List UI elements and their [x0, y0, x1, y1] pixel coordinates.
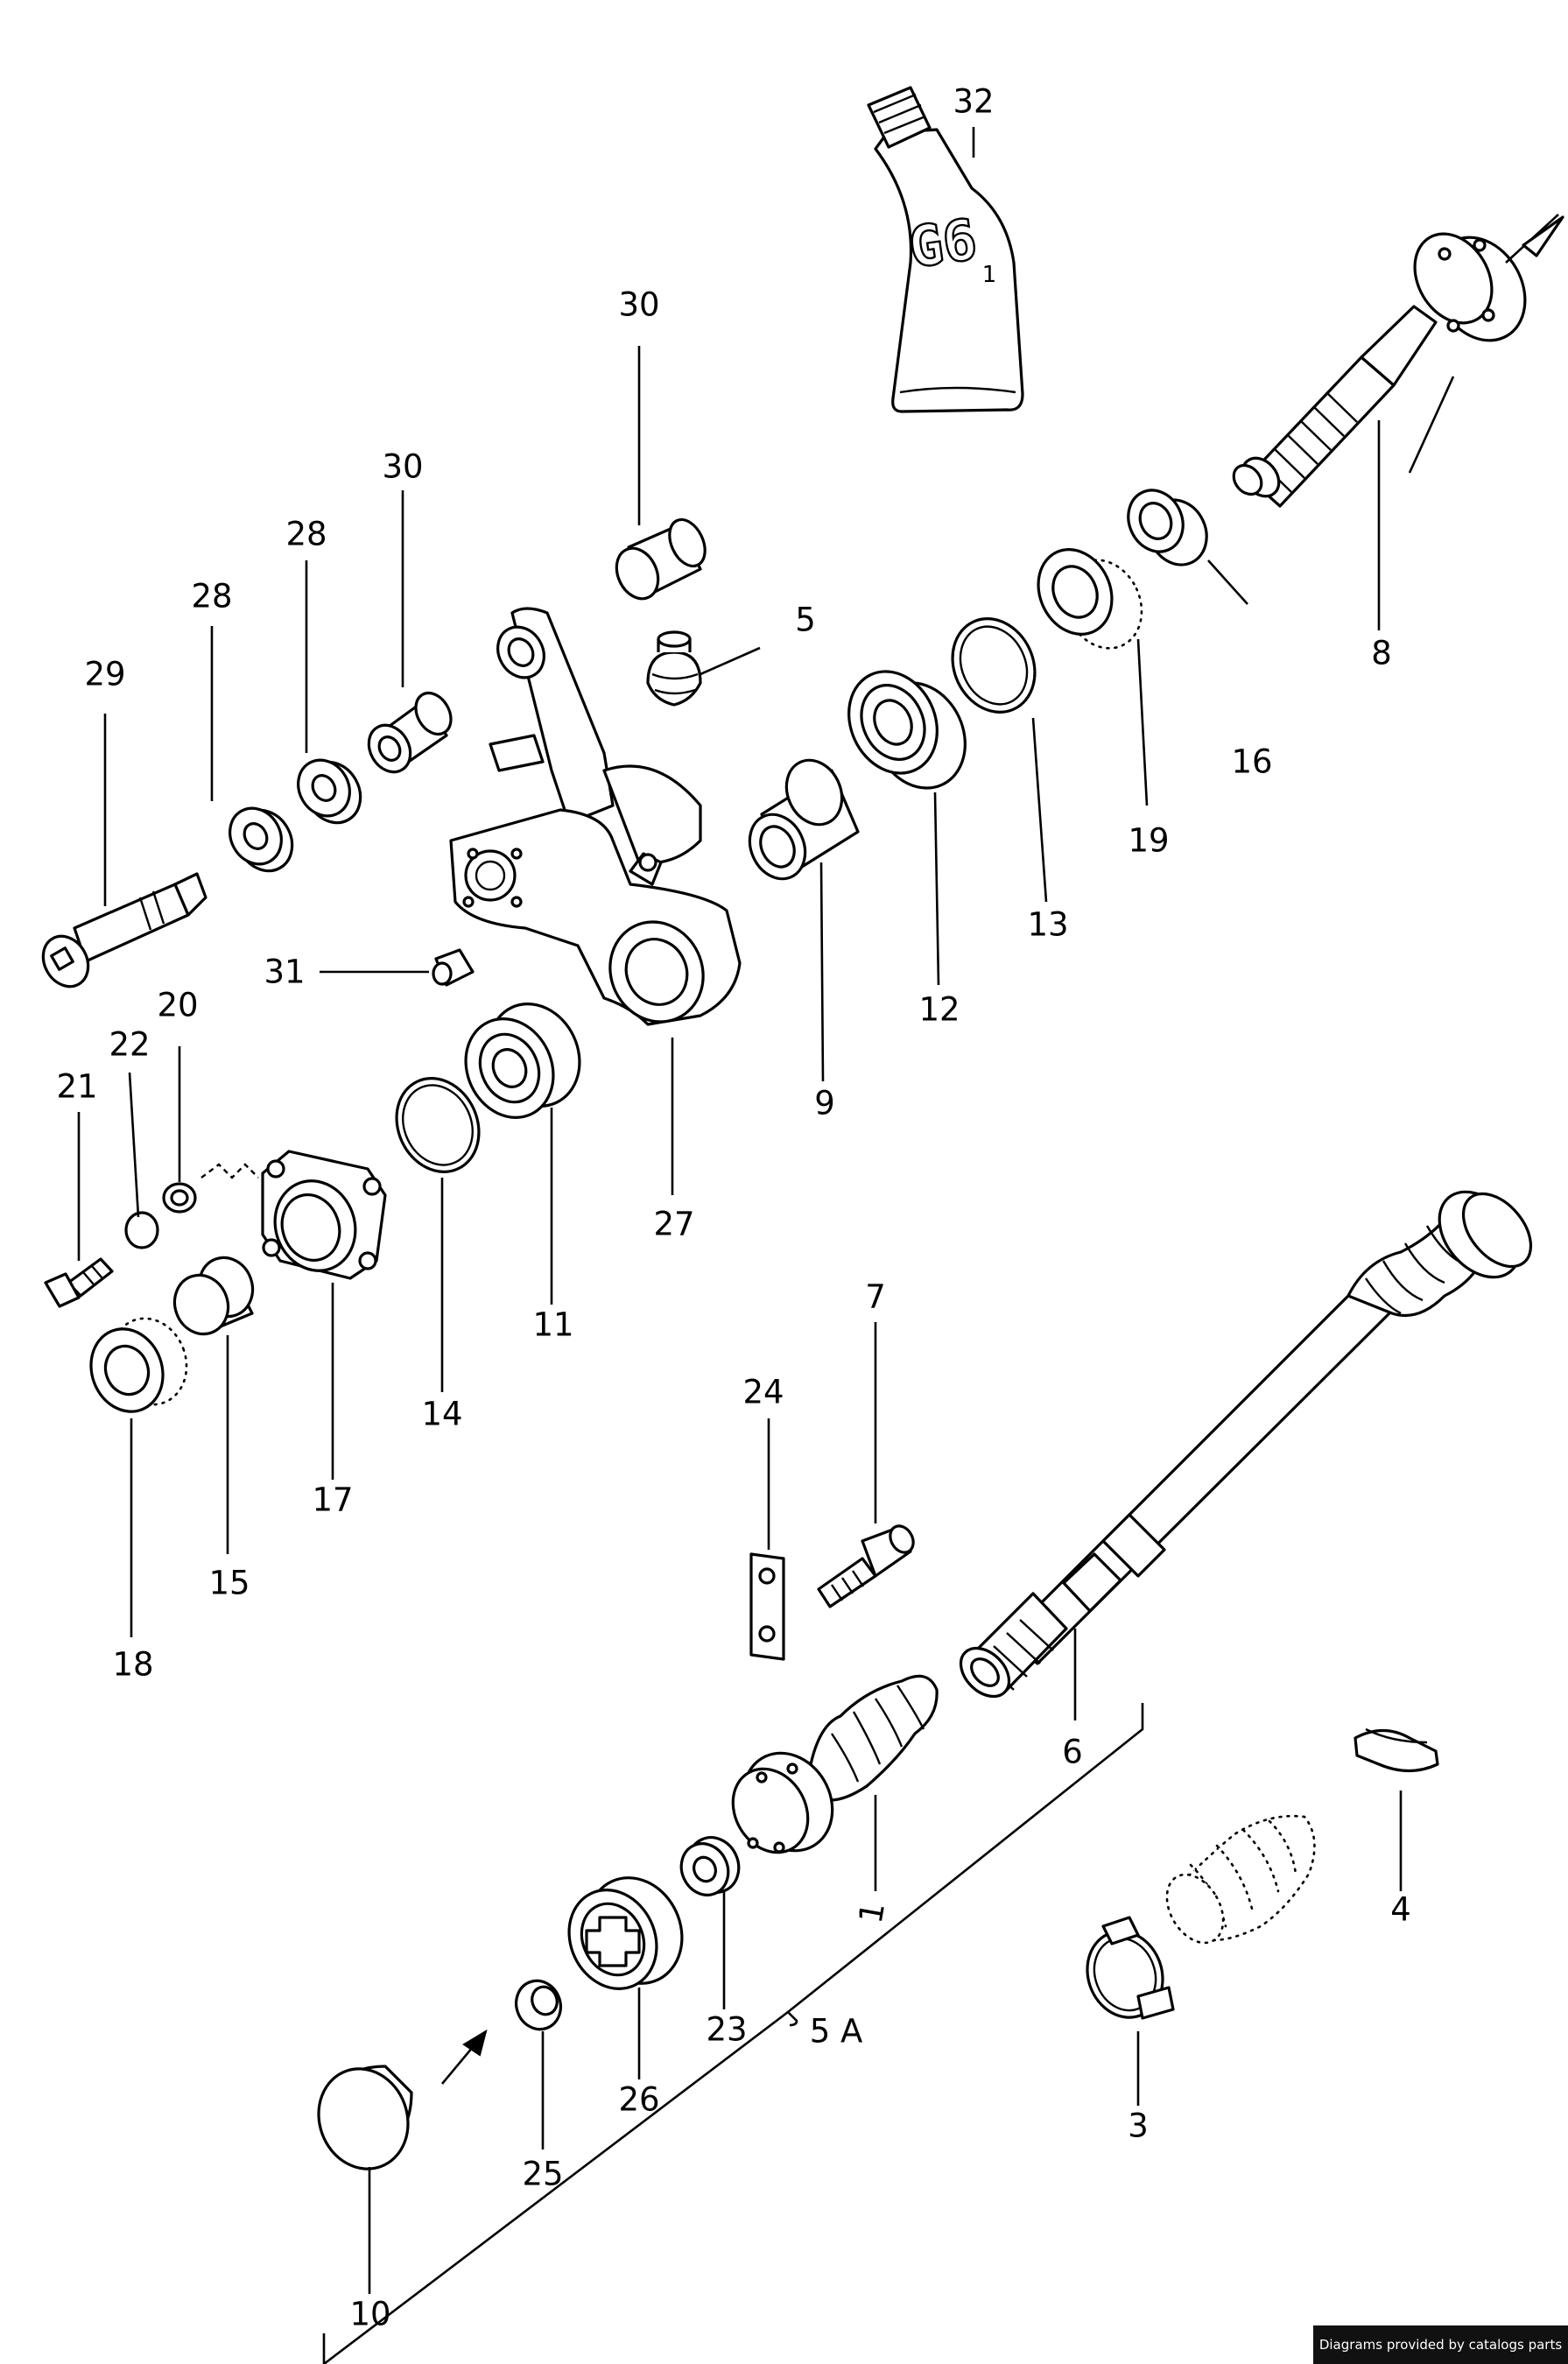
bearing-11	[464, 1003, 581, 1119]
label-10: 10	[349, 2296, 390, 2333]
circlip-25	[515, 1979, 562, 2031]
label-4: 4	[1390, 1891, 1411, 1929]
ring-16	[1127, 489, 1208, 566]
cv-joint-26	[567, 1876, 684, 1990]
bolt-29	[41, 872, 207, 989]
washer-20	[162, 1182, 197, 1214]
flange-17	[200, 1150, 387, 1280]
label-12: 12	[918, 991, 960, 1029]
spring-washer-22	[124, 1211, 159, 1249]
label-24: 24	[742, 1374, 784, 1411]
ring-15	[172, 1256, 255, 1336]
label-29: 29	[84, 656, 125, 693]
label-15: 15	[208, 1565, 250, 1602]
plate-24	[749, 1552, 785, 1661]
label-19: 19	[1128, 822, 1169, 860]
label-6: 6	[1062, 1734, 1083, 1771]
grease-nipple-31	[432, 948, 475, 987]
tube-marking-sub: 1	[982, 262, 997, 288]
tube-marking: G6	[905, 208, 981, 281]
label-5: 5	[795, 602, 816, 639]
sleeve-9	[748, 758, 860, 881]
drive-shaft	[959, 1190, 1533, 1699]
label-5a: 5 A	[810, 2013, 863, 2051]
oring-14	[395, 1077, 481, 1173]
label-16: 16	[1231, 743, 1272, 781]
label-3: 3	[1128, 2107, 1149, 2145]
label-20: 20	[157, 987, 198, 1024]
boot-dotted	[1165, 1814, 1316, 1945]
label-23: 23	[706, 2011, 747, 2049]
label-9: 9	[814, 1085, 835, 1122]
label-11: 11	[532, 1306, 573, 1344]
label-14: 14	[421, 1396, 462, 1433]
label-22: 22	[109, 1026, 150, 1064]
label-28-left: 28	[191, 578, 232, 616]
label-21: 21	[56, 1068, 97, 1106]
leader-lines	[77, 127, 1403, 2294]
ring-18	[89, 1317, 188, 1413]
label-17: 17	[312, 1481, 353, 1519]
bolt-7	[817, 1524, 915, 1608]
label-27: 27	[653, 1206, 694, 1243]
bush-30-left	[367, 691, 453, 774]
circlip-13	[951, 617, 1037, 714]
fitting-5	[646, 630, 702, 707]
ring-19	[1037, 548, 1143, 650]
label-25: 25	[522, 2156, 563, 2193]
stub-axle	[1232, 214, 1564, 508]
label-1: 1	[852, 1899, 892, 1926]
bolt-21	[44, 1257, 114, 1308]
label-8: 8	[1371, 635, 1392, 672]
trailing-arm	[449, 607, 742, 1026]
label-30-left: 30	[382, 448, 423, 486]
label-30-top: 30	[618, 286, 659, 324]
bearing-12	[847, 670, 967, 790]
label-32: 32	[953, 83, 994, 121]
arrow-25	[441, 2029, 488, 2085]
washer-28-right	[297, 758, 362, 825]
label-7: 7	[865, 1278, 886, 1316]
fitting-30-top	[615, 517, 707, 601]
washer-23	[679, 1836, 741, 1896]
grease-tube: G6 1	[867, 86, 1024, 413]
cap-10	[317, 2065, 413, 2171]
part-labels: 32 8 16 19 13 12 9 5 30 30 28 28 29 31 2…	[56, 83, 1410, 2333]
credit-banner: Diagrams provided by catalogs parts	[1313, 2325, 1568, 2364]
boot-1	[731, 1674, 939, 1854]
label-28-right: 28	[285, 516, 327, 553]
clamp-3	[1086, 1916, 1175, 2020]
label-18: 18	[112, 1646, 153, 1684]
bracket-4	[1354, 1727, 1439, 1773]
label-31: 31	[264, 953, 305, 991]
bracket-5a	[322, 1703, 1144, 2364]
label-13: 13	[1027, 906, 1068, 944]
washer-28-left	[229, 806, 294, 873]
label-26: 26	[618, 2081, 659, 2119]
